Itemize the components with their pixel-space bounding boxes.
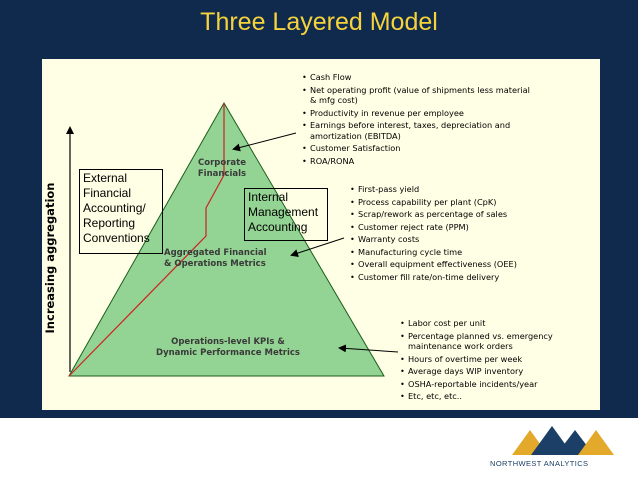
external-box-line: Conventions <box>83 231 150 245</box>
list-item: Average days WIP inventory <box>400 366 588 377</box>
list-item: Process capability per plant (CpK) <box>350 197 590 208</box>
internal-box-line: Accounting <box>248 220 308 234</box>
external-box-line: Accounting/ <box>83 201 146 215</box>
list-item: Labor cost per unit <box>400 318 588 329</box>
layer-label-line: Operations-level KPIs & <box>171 337 285 347</box>
layer-label-aggregated: Aggregated Financial & Operations Metric… <box>164 248 284 270</box>
list-item: Productivity in revenue per employee <box>302 108 534 119</box>
list-item: Customer reject rate (PPM) <box>350 222 590 233</box>
divider-line <box>68 103 225 377</box>
operations-metrics-list: Labor cost per unit Percentage planned v… <box>400 318 588 404</box>
logo-text: NORTHWEST ANALYTICS <box>490 459 589 468</box>
pyramid-shape <box>68 101 385 377</box>
pointer-arrow-operations <box>338 344 399 353</box>
aggregated-metrics-list: First-pass yield Process capability per … <box>350 184 590 284</box>
list-item: Warranty costs <box>350 234 590 245</box>
list-item: ROA/RONA <box>302 156 534 167</box>
list-item: Etc, etc, etc.. <box>400 391 588 402</box>
list-item: First-pass yield <box>350 184 590 195</box>
pointer-arrow-aggregated <box>290 237 345 257</box>
list-item: Net operating profit (value of shipments… <box>302 85 534 106</box>
internal-box-line: Management <box>248 205 319 219</box>
list-item: Earnings before interest, taxes, depreci… <box>302 120 534 141</box>
layer-label-line: Financials <box>197 169 247 179</box>
logo-mark <box>512 426 614 455</box>
internal-management-box: Internal Management Accounting <box>244 188 328 241</box>
external-box-line: External <box>83 171 128 185</box>
external-financial-box: External Financial Accounting/ Reporting… <box>79 169 163 254</box>
list-item: Hours of overtime per week <box>400 354 588 365</box>
layer-label-line: Corporate <box>198 158 246 168</box>
list-item: Overall equipment effectiveness (OEE) <box>350 259 590 270</box>
external-box-line: Reporting <box>83 216 136 230</box>
list-item: Manufacturing cycle time <box>350 247 590 258</box>
pointer-arrow-corporate <box>232 132 297 152</box>
corporate-metrics-list: Cash Flow Net operating profit (value of… <box>302 72 534 168</box>
list-item: Percentage planned vs. emergency mainten… <box>400 331 588 352</box>
internal-box-line: Internal <box>248 190 289 204</box>
layer-label-line: Dynamic Performance Metrics <box>156 348 300 358</box>
external-box-line: Financial <box>83 186 132 200</box>
layer-label-line: Aggregated Financial <box>164 248 267 258</box>
layer-label-corporate: Corporate Financials <box>186 158 258 180</box>
list-item: Cash Flow <box>302 72 534 83</box>
layer-label-line: & Operations Metrics <box>164 259 266 269</box>
list-item: Scrap/rework as percentage of sales <box>350 209 590 220</box>
aggregation-axis-label: Increasing aggregation <box>43 182 57 334</box>
slide-title: Three Layered Model <box>200 8 438 36</box>
layer-label-operations: Operations-level KPIs & Dynamic Performa… <box>142 337 314 359</box>
list-item: Customer Satisfaction <box>302 143 534 154</box>
list-item: Customer fill rate/on-time delivery <box>350 272 590 283</box>
list-item: OSHA-reportable incidents/year <box>400 379 588 390</box>
